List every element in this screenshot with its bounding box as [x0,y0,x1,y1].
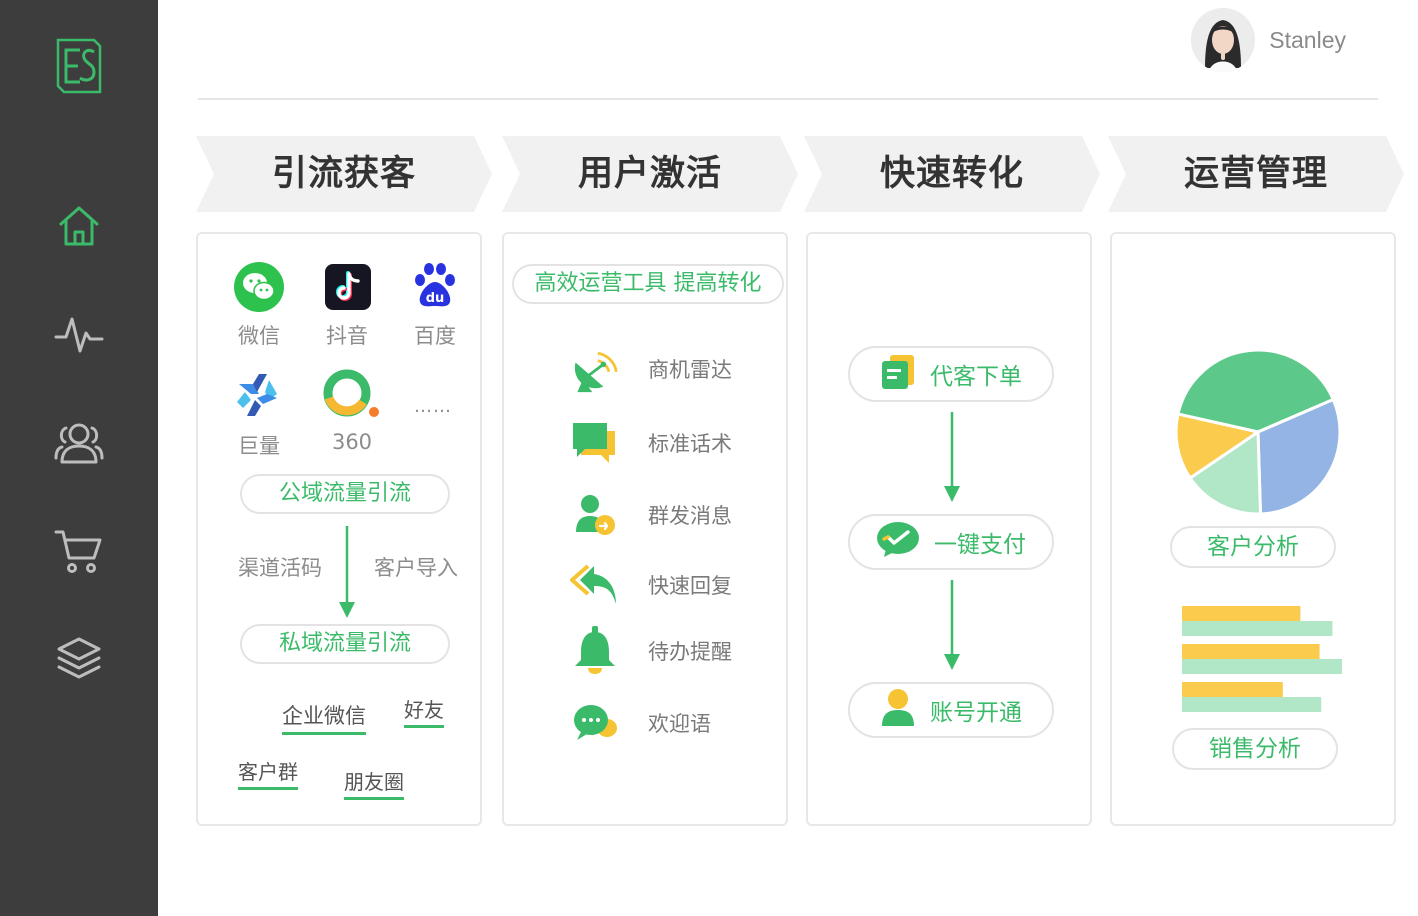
sales-bar-primary [1182,682,1283,697]
tool-quick-reply[interactable]: 快速回复 [570,560,732,610]
target-moments: 朋友圈 [344,766,404,800]
more-apps-ellipsis: …… [414,396,452,417]
channel-code-label: 渠道活码 [238,556,322,580]
wechat-icon [234,262,284,316]
target-enterprise-wechat: 企业微信 [282,700,366,735]
private-traffic-pill[interactable]: 私域流量引流 [240,624,450,664]
app-label: 抖音 [326,324,368,348]
home-icon [59,206,99,246]
tool-label: 待办提醒 [648,640,732,664]
target-friends: 好友 [404,694,444,728]
manage-card: 客户分析 销售分析 [1110,232,1396,826]
tool-label: 标准话术 [648,432,732,456]
pie-slice-mint [1188,429,1263,516]
tool-scripts[interactable]: 标准话术 [570,418,732,468]
customer-import-label: 客户导入 [374,556,458,580]
pulse-icon [54,317,104,353]
sidebar-item-home[interactable] [54,201,104,251]
pie-slice-green [1176,348,1336,434]
sales-bar-secondary [1182,659,1342,674]
app-label: 微信 [238,324,280,348]
baidu-icon: du [412,262,458,314]
wechat-pay-icon [876,521,920,563]
tool-label: 快速回复 [648,574,732,598]
sales-bar-primary [1182,644,1320,659]
reply-icon [570,560,620,610]
es-logo[interactable] [54,36,104,96]
sidebar [0,0,158,916]
sales-analysis-button[interactable]: 销售分析 [1172,728,1338,770]
tool-broadcast[interactable]: 群发消息 [570,490,732,540]
customer-analysis-button[interactable]: 客户分析 [1170,526,1336,568]
flow-arrow-down [337,526,357,624]
flow-arrow-down [942,412,962,510]
tool-label: 群发消息 [648,504,732,528]
account-activation-button[interactable]: 账号开通 [848,682,1054,738]
avatar[interactable] [1191,8,1256,72]
sales-bar-secondary [1182,621,1333,636]
user-menu[interactable]: Stanley [1191,8,1346,72]
username: Stanley [1269,26,1346,53]
action-label: 账号开通 [930,700,1022,726]
sidebar-item-activity[interactable] [54,310,104,360]
layers-icon [57,637,101,679]
broadcast-user-icon [570,490,620,540]
customer-pie-chart [1174,348,1342,516]
activate-card: 高效运营工具 提高转化 商机雷达 标准话术 [502,232,788,826]
action-label: 一键支付 [934,532,1026,558]
sidebar-item-layers[interactable] [54,633,104,683]
tool-reminder[interactable]: 待办提醒 [570,626,732,676]
app-label: 百度 [414,324,456,348]
sidebar-item-users[interactable] [54,418,104,468]
app-label: 360 [331,430,373,454]
app-label: 巨量 [238,434,280,458]
stage-title: 引流获客 [271,154,416,194]
pie-slice-blue [1256,397,1342,516]
convert-card: 代客下单 一键支付 账号开通 [806,232,1092,826]
stage-manage: 运营管理 [1108,136,1404,212]
360-icon [322,368,382,426]
sales-bar-secondary [1182,697,1322,712]
order-icon [880,353,916,395]
stage-title: 用户激活 [577,154,722,194]
public-traffic-pill[interactable]: 公域流量引流 [240,474,450,514]
radar-icon [570,344,620,394]
one-click-pay-button[interactable]: 一键支付 [848,514,1054,570]
tool-label: 欢迎语 [648,712,711,736]
douyin-icon [325,264,371,314]
welcome-chat-icon [570,698,620,748]
stage-acquire: 引流获客 [196,136,492,212]
ops-tools-header-pill: 高效运营工具 提高转化 [512,264,784,304]
sales-bar-primary [1182,606,1301,621]
sales-bar-chart [1182,606,1342,712]
target-customer-group: 客户群 [238,756,298,790]
cart-icon [54,530,102,573]
tool-label: 商机雷达 [648,358,732,382]
stage-title: 快速转化 [879,154,1024,194]
bell-icon [570,626,620,676]
acquire-card: 微信 抖音 du 百度 巨量 [196,232,482,826]
stage-title: 运营管理 [1183,154,1328,194]
svg-text:du: du [426,291,445,306]
header-divider [198,98,1378,100]
tool-welcome[interactable]: 欢迎语 [570,698,711,748]
stage-activate: 用户激活 [502,136,798,212]
tool-radar[interactable]: 商机雷达 [570,344,732,394]
order-for-customer-button[interactable]: 代客下单 [848,346,1054,402]
stage-convert: 快速转化 [804,136,1100,212]
flow-arrow-down [942,580,962,678]
users-icon [54,423,104,464]
juliang-icon [233,370,283,424]
action-label: 代客下单 [930,364,1022,390]
sidebar-item-cart[interactable] [54,526,104,576]
pie-slice-yellow [1174,412,1262,481]
account-icon [880,688,916,732]
chat-icon [570,418,620,468]
